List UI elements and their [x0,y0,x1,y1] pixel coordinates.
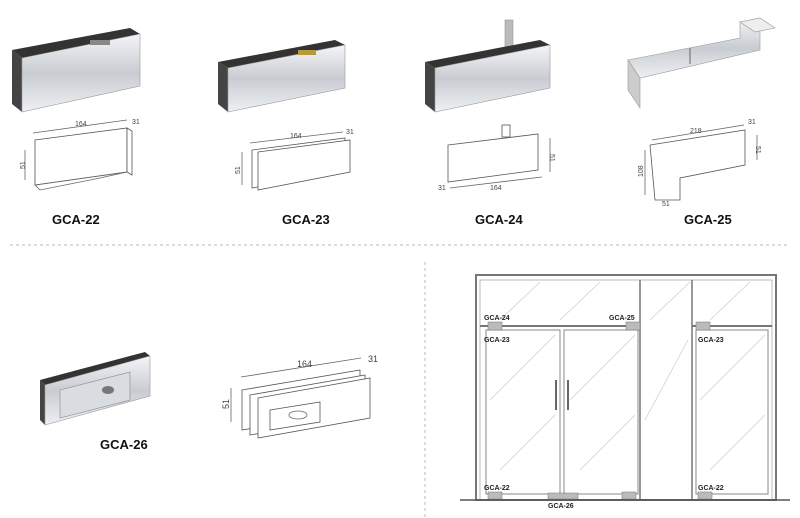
technical-drawing: 164 51 31 [20,119,140,191]
product-photo [40,352,151,426]
svg-text:51: 51 [754,146,761,154]
svg-text:51: 51 [235,166,242,174]
product-label: GCA-25 [684,212,732,227]
product-photo [218,40,346,113]
product-photo [425,19,551,113]
diagram-label: GCA-23 [484,337,510,344]
svg-text:51: 51 [221,399,231,409]
product-gca-26: 164 51 31 GCA-26 [40,352,378,452]
product-gca-24: 164 51 31 GCA-24 [425,19,555,227]
product-gca-23: 164 51 31 GCA-23 [218,40,354,227]
svg-text:31: 31 [132,119,140,126]
technical-drawing: 218 108 51 51 31 [638,119,761,208]
door-installation-diagram: GCA-24 GCA-25 GCA-23 GCA-23 GCA-22 GCA-2… [460,274,790,510]
technical-drawing: 164 51 31 [438,124,555,192]
diagram-label: GCA-23 [698,337,724,344]
technical-drawing: 164 51 31 [235,129,354,191]
product-label: GCA-23 [282,212,330,227]
product-photo [12,28,141,113]
svg-text:164: 164 [290,133,302,140]
diagram-label: GCA-26 [548,503,574,510]
svg-text:164: 164 [297,359,312,369]
svg-text:31: 31 [748,119,756,126]
svg-text:31: 31 [346,129,354,136]
technical-drawing: 164 51 31 [221,354,378,439]
svg-text:164: 164 [75,121,87,128]
svg-text:31: 31 [438,185,446,192]
diagram-label: GCA-22 [484,485,510,492]
product-gca-22: 164 51 31 GCA-22 [12,28,141,227]
svg-text:108: 108 [638,165,645,177]
product-photo [627,17,776,109]
product-label: GCA-24 [475,212,523,227]
svg-text:51: 51 [20,161,27,169]
product-gca-25: 218 108 51 51 31 GCA-25 [627,17,776,227]
svg-text:51: 51 [548,154,555,162]
svg-text:51: 51 [662,201,670,208]
svg-text:218: 218 [690,128,702,135]
diagram-label: GCA-24 [484,315,510,322]
svg-text:164: 164 [490,185,502,192]
svg-text:31: 31 [368,354,378,364]
product-label: GCA-26 [100,437,148,452]
product-label: GCA-22 [52,212,100,227]
diagram-label: GCA-25 [609,315,635,322]
diagram-label: GCA-22 [698,485,724,492]
